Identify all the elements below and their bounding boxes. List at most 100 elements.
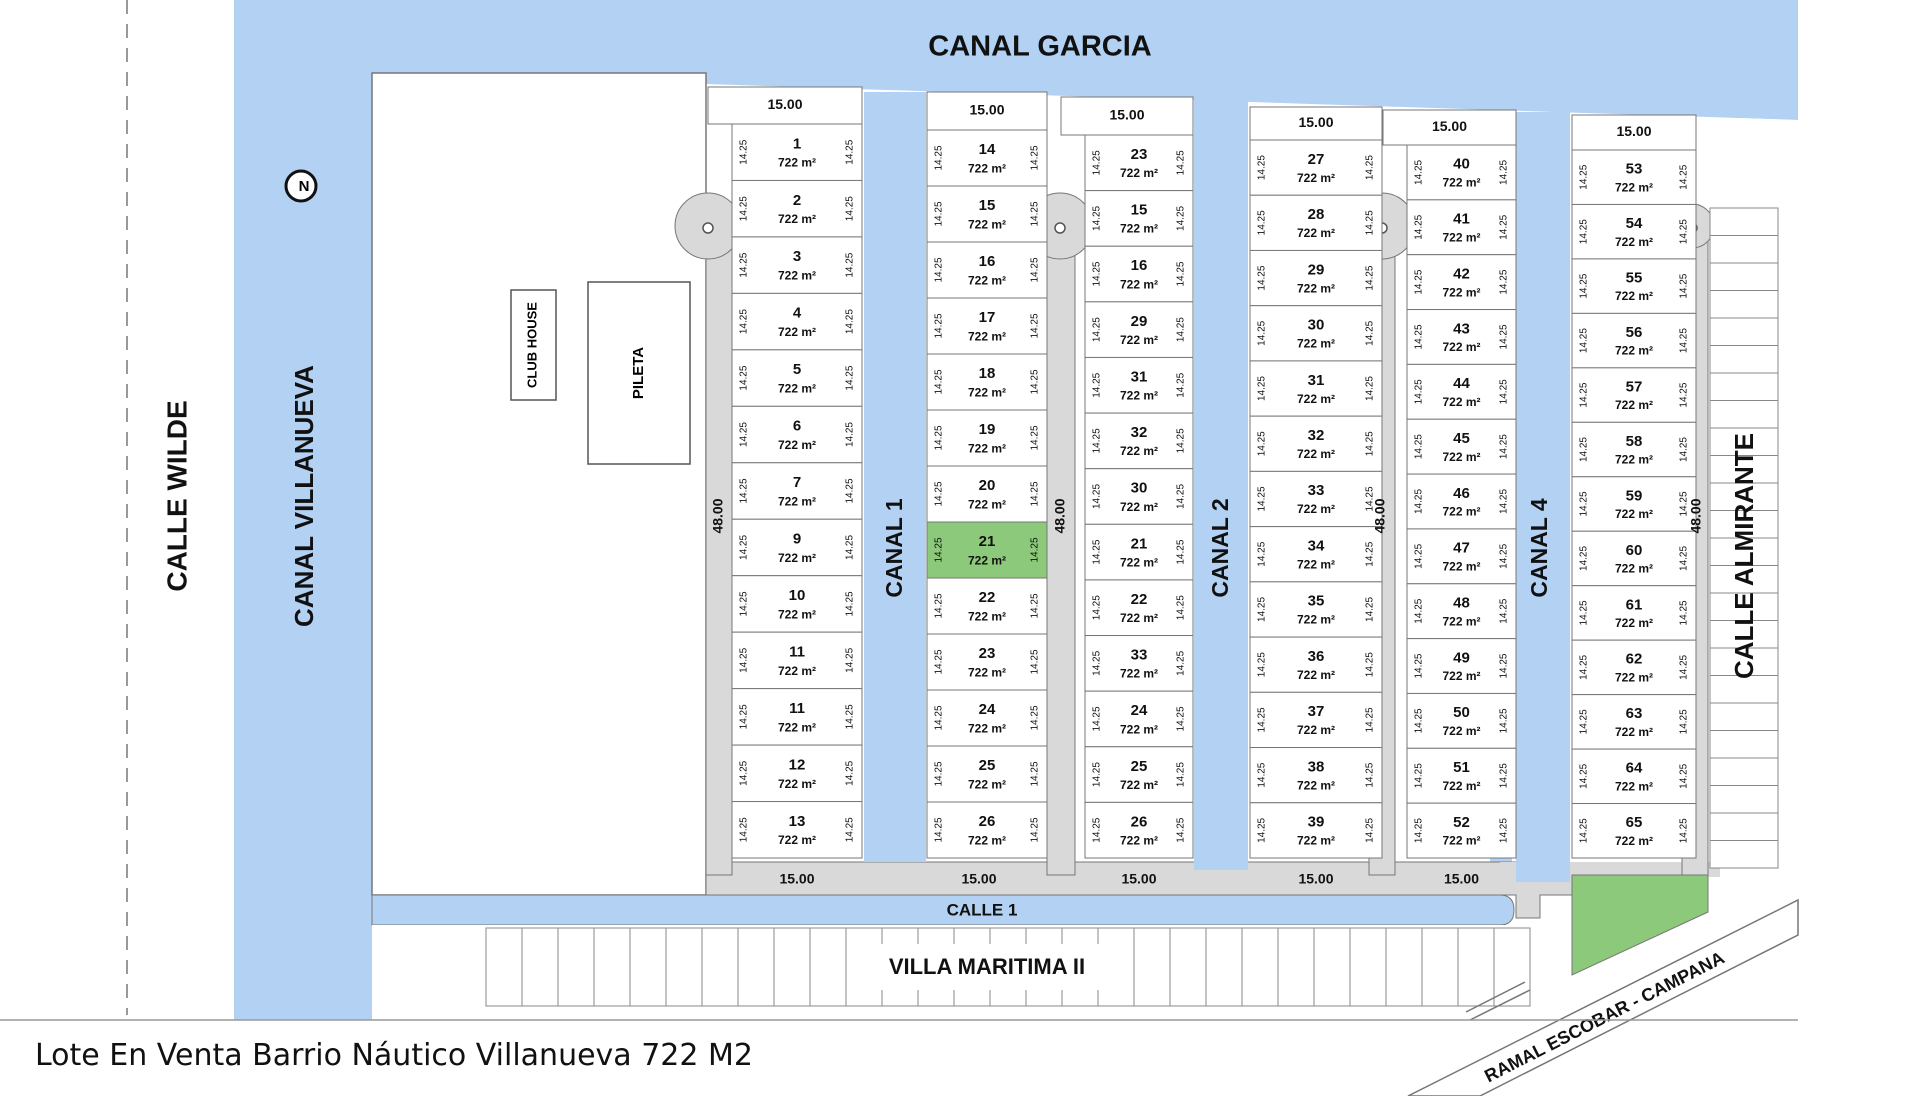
ramal-edge (1469, 989, 1531, 1021)
block-header (707, 86, 863, 125)
lot-area: 722 m² (778, 607, 816, 621)
lot-area: 722 m² (1297, 557, 1335, 571)
lot-outline (1571, 149, 1697, 205)
lot-area: 722 m² (778, 720, 816, 734)
lot-outline (1571, 421, 1697, 478)
lot-outline (1406, 528, 1517, 585)
lot-side-left: 14.25 (934, 369, 945, 394)
lot-number: 44 (1453, 375, 1470, 392)
lot-area: 722 m² (1442, 614, 1480, 628)
lot-number: 12 (789, 756, 806, 773)
lot-side-left: 14.25 (1092, 317, 1103, 342)
lot-side-left: 14.25 (739, 478, 750, 503)
lot-outline (1249, 470, 1383, 528)
lot-outline (1249, 526, 1383, 583)
lot-side-left: 14.25 (739, 535, 750, 560)
lot-number: 56 (1626, 324, 1643, 341)
side-lot (1709, 592, 1779, 621)
lot-number: 11 (789, 643, 805, 660)
lot-outline (1249, 636, 1383, 693)
villa-lot (737, 927, 775, 1007)
